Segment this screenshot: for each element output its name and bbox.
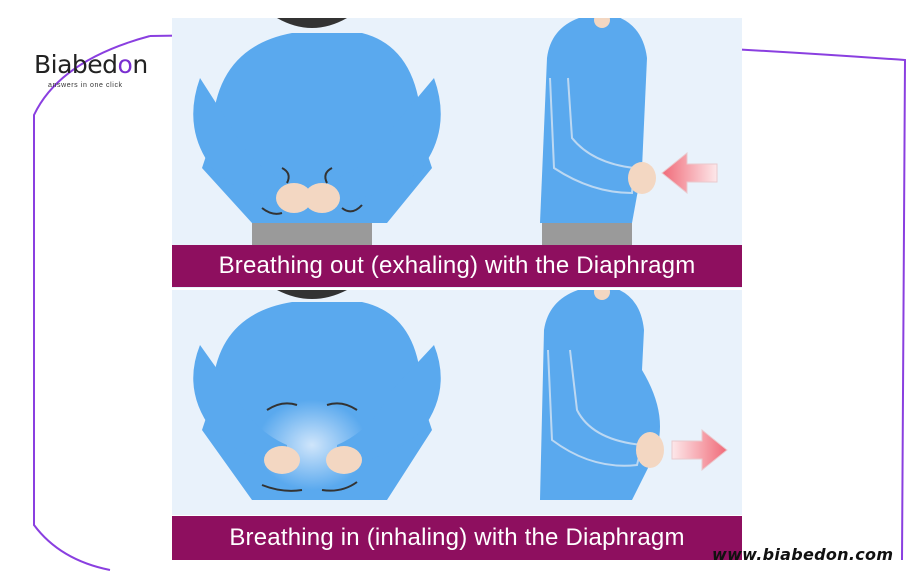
front-figure-inhale	[193, 290, 441, 500]
logo-tagline: answers in one click	[48, 82, 123, 89]
side-figure-inhale	[540, 290, 664, 500]
side-figure-exhale	[540, 18, 656, 258]
inhale-illustration	[193, 290, 728, 500]
exhale-illustration	[193, 18, 718, 258]
arrow-left-icon	[661, 151, 718, 195]
biabedon-logo: Biabedon answers in one click	[34, 50, 154, 100]
website-url: www.biabedon.com	[712, 545, 894, 564]
exhale-illustration-panel	[172, 18, 742, 288]
front-figure-exhale	[193, 18, 441, 248]
inhale-illustration-panel	[172, 290, 742, 515]
exhale-caption: Breathing out (exhaling) with the Diaphr…	[172, 245, 742, 287]
arrow-right-icon	[671, 428, 728, 472]
logo-wordmark: Biabedon	[34, 50, 148, 79]
inhale-caption: Breathing in (inhaling) with the Diaphra…	[172, 516, 742, 560]
